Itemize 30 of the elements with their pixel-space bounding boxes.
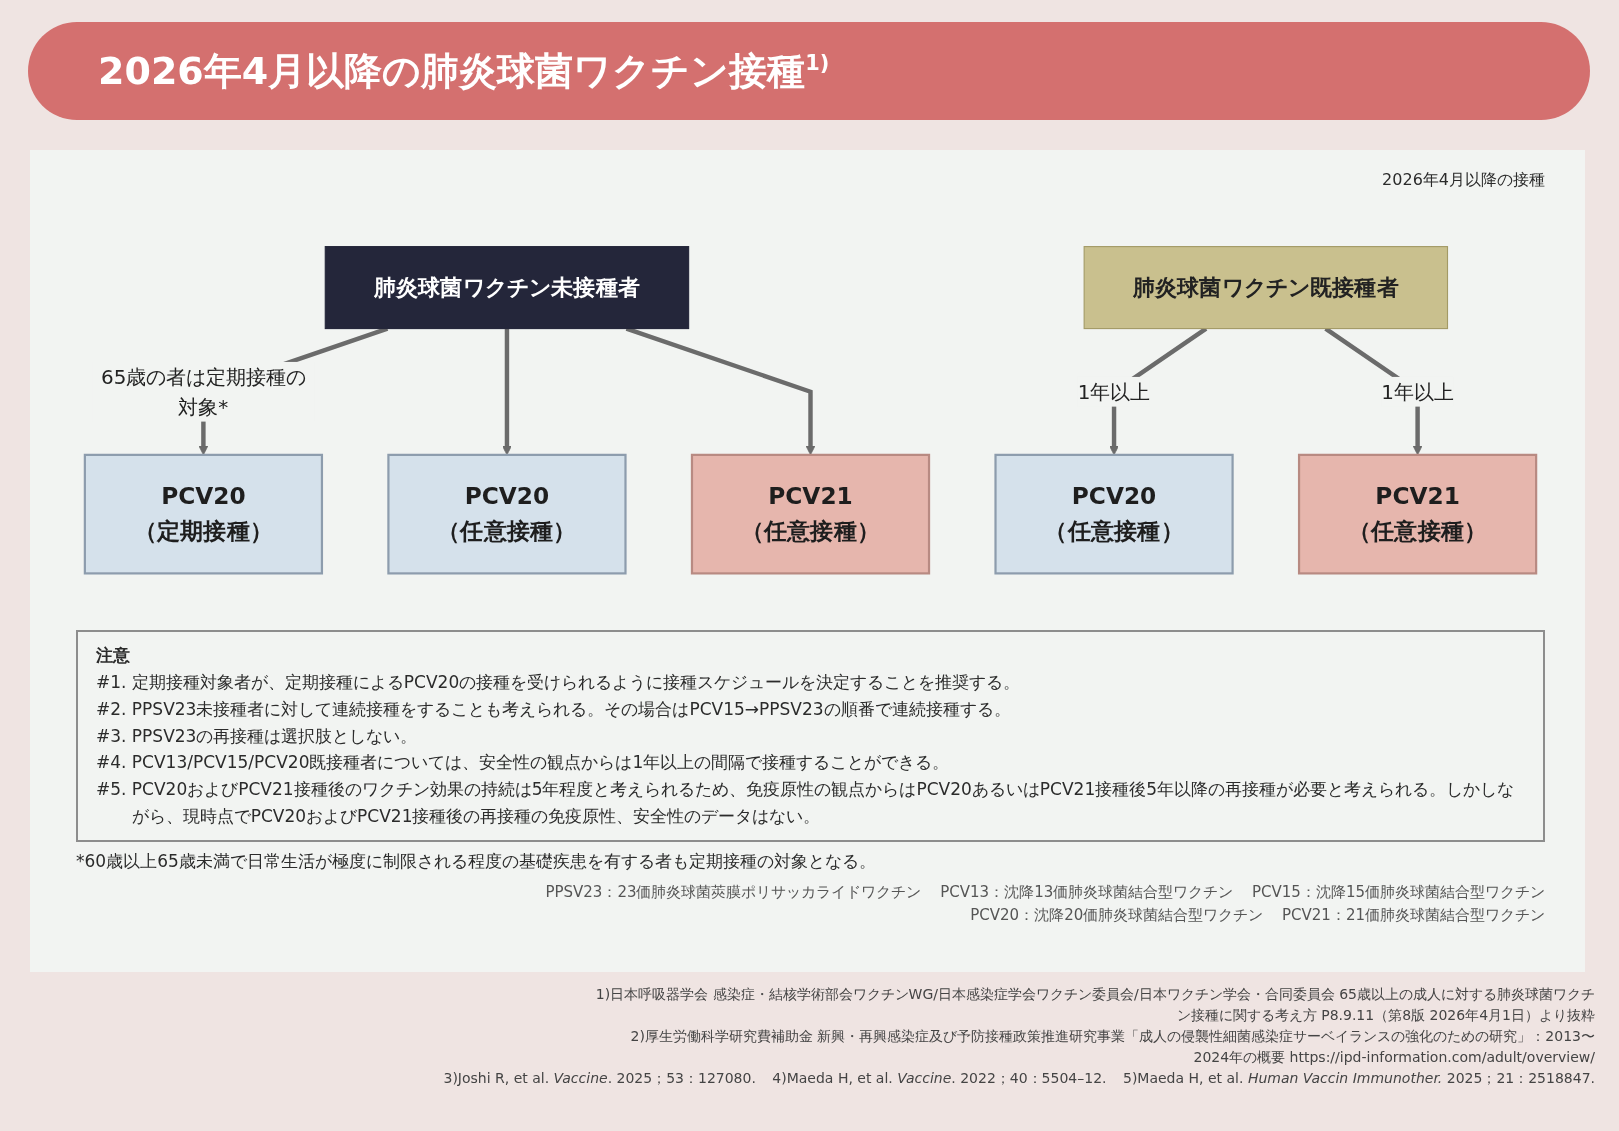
node-box xyxy=(324,246,690,330)
abbreviation-text: PPSV23：23価肺炎球菌莢膜ポリサッカライドワクチン xyxy=(545,883,922,901)
node-box xyxy=(1083,246,1449,330)
note-text: #5. PCV20およびPCV21接種後のワクチン効果の持続は5年程度と考えられるため、免疫原性の観点からはPCV20あるいはPCV21接種後5年以降の再接種が必要と考えられる。しかしながら、現時点でPCV20およびPCV21接種後の再接種の免疫原性、安全性のデータはない。 xyxy=(96,778,1516,829)
reference-text: 5)Maeda H, et al. Human Vaccin Immunother. 2025；21：2518847. xyxy=(1122,1069,1595,1088)
edge-label: 1年以上 xyxy=(1077,380,1151,404)
note-text: #3. PPSV23の再接種は選択肢としない。 xyxy=(96,724,419,748)
abbreviation-text: PCV13：沈降13価肺炎球菌結合型ワクチン xyxy=(940,883,1234,901)
title: 2026年4月以降の肺炎球菌ワクチン接種$^{1)}$ xyxy=(98,47,830,95)
note-text: #4. PCV13/PCV15/PCV20既接種者については、安全性の観点からは1年以上の間隔で接種することができる。 xyxy=(96,751,951,775)
node-box xyxy=(690,453,931,575)
note-text: #2. PPSV23未接種者に対して連続接種をすることも考えられる。その場合はPCV15→PPSV23の順番で連続接種する。 xyxy=(96,697,1012,721)
node-box xyxy=(1297,453,1538,575)
note-text: #1. 定期接種対象者が、定期接種によるPCV20の接種を受けられるように接種スケジュールを決定することを推奨する。 xyxy=(96,670,1022,694)
node-box xyxy=(994,453,1234,575)
node-box xyxy=(83,453,324,575)
abbreviation-text: PCV15：沈降15価肺炎球菌結合型ワクチン xyxy=(1252,883,1545,901)
edge-label: 65歳の者は定期接種の対象* xyxy=(100,365,306,419)
node-box xyxy=(387,453,627,575)
edge-label: 1年以上 xyxy=(1381,380,1454,404)
footnote-text: *60歳以上65歳未満で日常生活が極度に制限される程度の基礎疾患を有する者も定期接種の対象となる。 xyxy=(76,851,876,871)
content-panel: 2026年4月以降の接種 65歳の者は定期接種の対象* 1年以上 1年以上 肺炎球菌ワクチン未接種者 肺炎球菌ワクチン既接種者 PCV20 （定期接種） PCV20 （任意接種） PCV21 （任意接種） PCV20 （任意接種） PCV21 （任意接種） 注意 #1. 定期接種対象者が、定期接種によるPCV20の接種を受けられるように接種スケジュールを決定することを推奨する。 #2. PPSV23未接種者に対して連続接種をすることも考えられる。その場合はPCV15→PPSV23の順番で連続接種する。 #3. PPSV23の再接種は選択肢としない。 #4. PCV13/PCV15/PCV20既接種者については、安全性の観点からは1年以上の間隔で接種することができる。 #5. PCV20およびPCV21接種後のワクチン効果の持続は5年程度と考えられるため、免疫原性の観点からはPCV20あるいはPCV21接種後5年以降の再接種が必要と考えられる。しかしながら、現時点でPCV20およびPCV21接種後の再接種の免疫原性、安全性のデータはない。 *60歳以上65歳未満で日常生活が極度に制限される程度の基礎疾患を有する者も定期接種の対象となる。 PPSV23：23価肺炎球菌莢膜ポリサッカライドワクチン PCV13：沈降13価肺炎球菌結合型ワクチン PCV15：沈降15価肺炎球菌結合型ワクチン PCV20：沈降20価肺炎球菌結合型ワクチン PCV21：21価肺炎球菌結合型ワクチン xyxy=(30,150,1585,972)
reference-text: 3)Joshi R, et al. Vaccine. 2025；53：127080. xyxy=(443,1069,756,1088)
reference-text: 2)厚生労働科学研究費補助金 新興・再興感染症及び予防接種政策推進研究事業「成人の侵襲性細菌感染症サーベイランスの強化のための研究」：2013〜2024年の概要 https://ipd-information.com/adult/overview/ xyxy=(629,1027,1595,1067)
notes-heading: 注意 xyxy=(96,644,130,667)
reference-text: 1)日本呼吸器学会 感染症・結核学術部会ワクチンWG/日本感染症学会ワクチン委員会/日本ワクチン学会・合同委員会 65歳以上の成人に対する肺炎球菌ワクチン接種に関する考え方 P8.9.11（第8版 2026年4月1日）より抜粋 xyxy=(595,985,1595,1025)
reference-text: 4)Maeda H, et al. Vaccine. 2022；40：5504–12. xyxy=(772,1069,1107,1088)
abbreviation-text: PCV20：沈降20価肺炎球菌結合型ワクチン xyxy=(970,905,1264,924)
section-heading: 2026年4月以降の接種 xyxy=(1382,170,1545,189)
abbreviation-text: PCV21：21価肺炎球菌結合型ワクチン xyxy=(1282,905,1545,924)
